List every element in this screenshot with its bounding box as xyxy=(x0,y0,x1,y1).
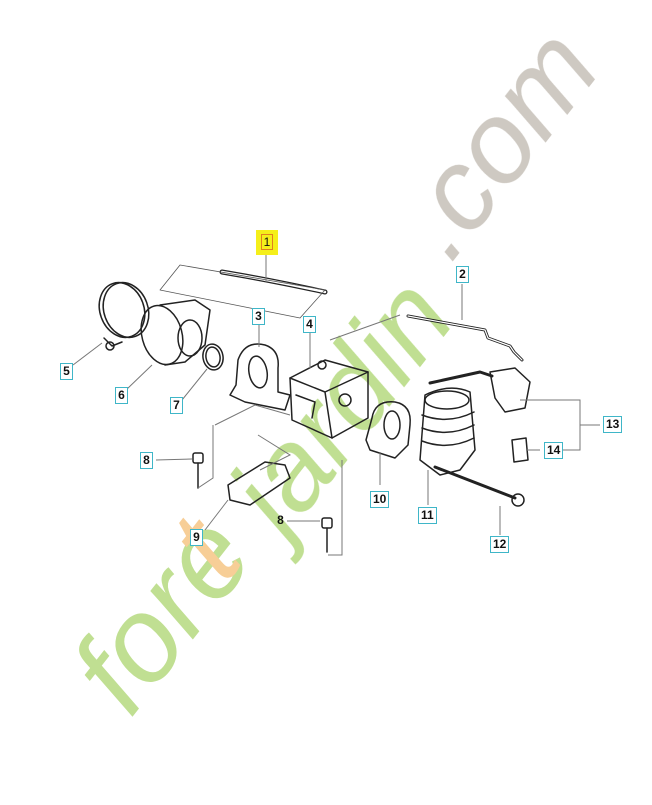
callout-8b[interactable]: 8 xyxy=(277,513,284,527)
part-13-choke-assembly xyxy=(428,367,531,413)
part-11-intake-boot xyxy=(419,387,476,476)
callout-9[interactable]: 9 xyxy=(190,529,203,546)
callout-1[interactable]: 1 xyxy=(256,230,278,255)
callout-12[interactable]: 12 xyxy=(490,536,510,553)
callout-5[interactable]: 5 xyxy=(60,363,73,380)
part-2-throttle-rod xyxy=(406,314,524,362)
part-3-carb-mount xyxy=(229,343,291,411)
callout-10[interactable]: 10 xyxy=(370,491,390,508)
callout-7[interactable]: 7 xyxy=(170,397,183,414)
part-8-screw-a xyxy=(192,452,204,489)
part-9-pipe xyxy=(227,461,291,506)
callout-13[interactable]: 13 xyxy=(603,416,623,433)
part-14-clip xyxy=(511,437,529,463)
callout-14[interactable]: 14 xyxy=(544,442,564,459)
callout-2[interactable]: 2 xyxy=(456,266,469,283)
callout-8a[interactable]: 8 xyxy=(140,452,153,469)
part-8-screw-b xyxy=(321,517,333,553)
callout-6[interactable]: 6 xyxy=(115,387,128,404)
leader-lines xyxy=(72,253,600,556)
part-5-clamp xyxy=(98,281,150,351)
part-7-oring xyxy=(202,343,224,371)
watermark-com: .com xyxy=(369,5,623,280)
part-10-flange xyxy=(365,401,411,459)
callout-3[interactable]: 3 xyxy=(252,308,265,325)
part-12-long-screw xyxy=(433,465,525,507)
callout-11[interactable]: 11 xyxy=(418,507,437,524)
watermark: fore t jardin .com xyxy=(45,5,623,736)
part-4-carburetor xyxy=(289,359,369,439)
callout-4[interactable]: 4 xyxy=(303,316,316,333)
part-6-intake-adapter xyxy=(140,299,211,366)
